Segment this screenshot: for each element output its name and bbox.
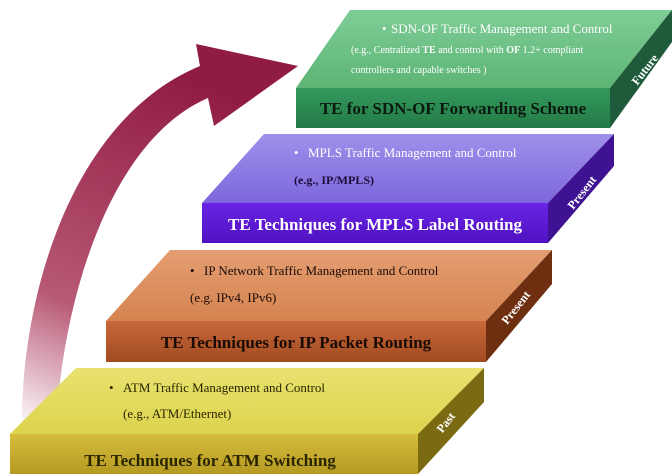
sdn-top-face	[296, 10, 672, 88]
ip-side-face	[486, 250, 552, 362]
atm-bullet: •	[109, 380, 114, 395]
mpls-bullet: •	[294, 145, 299, 160]
mpls-front-face	[202, 203, 548, 243]
mpls-line1: MPLS Traffic Management and Control	[308, 145, 517, 160]
mpls-side-face	[548, 134, 614, 243]
ip-line1: IP Network Traffic Management and Contro…	[204, 263, 439, 278]
ip-title: TE Techniques for IP Packet Routing	[161, 333, 432, 352]
mpls-title: TE Techniques for MPLS Label Routing	[228, 215, 522, 234]
ip-front-face	[106, 321, 486, 362]
sdn-side-face	[610, 10, 672, 128]
layer-mpls: • MPLS Traffic Management and Control (e…	[202, 134, 614, 243]
atm-line1: ATM Traffic Management and Control	[123, 380, 325, 395]
ip-top-face	[106, 250, 552, 321]
atm-title: TE Techniques for ATM Switching	[84, 451, 336, 470]
sdn-line3: controllers and capable switches )	[351, 65, 487, 76]
atm-front-face	[10, 434, 418, 474]
ip-bullet: •	[190, 263, 195, 278]
ip-line2: (e.g. IPv4, IPv6)	[190, 290, 276, 305]
sdn-title: TE for SDN-OF Forwarding Scheme	[320, 99, 587, 118]
sdn-line1: SDN-OF Traffic Management and Control	[391, 21, 613, 36]
mpls-line2: (e.g., IP/MPLS)	[294, 173, 374, 187]
layer-sdn: • SDN-OF Traffic Management and Control …	[296, 10, 672, 128]
sdn-bullet: •	[382, 21, 387, 36]
mpls-top-face	[202, 134, 614, 203]
evolution-arrow	[21, 44, 298, 430]
sdn-front-face	[296, 88, 610, 128]
atm-side-face	[418, 368, 484, 474]
sdn-line2: (e.g., Centralized TE and control with O…	[351, 45, 583, 56]
layer-ip: • IP Network Traffic Management and Cont…	[106, 250, 552, 362]
layer-atm: • ATM Traffic Management and Control (e.…	[10, 368, 484, 474]
atm-top-face	[10, 368, 484, 434]
atm-line2: (e.g., ATM/Ethernet)	[123, 406, 231, 421]
